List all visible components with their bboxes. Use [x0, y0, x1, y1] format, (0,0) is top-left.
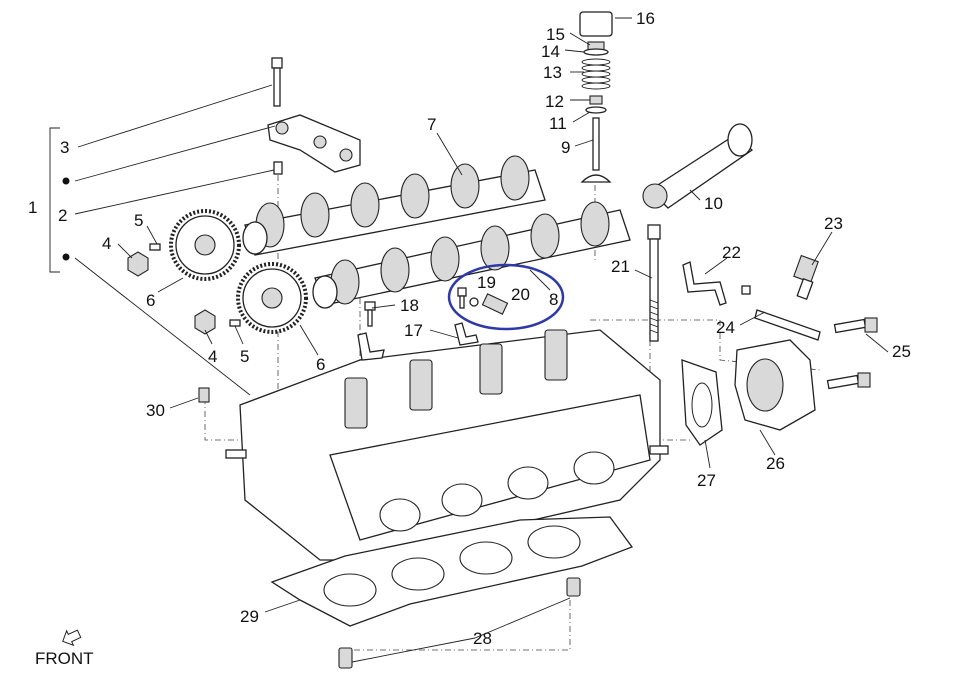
label-12: 12	[545, 92, 564, 111]
highlight-circle	[447, 263, 565, 331]
label-14: 14	[541, 42, 560, 61]
bullet-dot	[62, 177, 70, 185]
label-3: 3	[60, 138, 69, 157]
label-4-lower: 4	[208, 347, 217, 366]
camshaft-bearing-cap	[267, 114, 361, 173]
label-28: 28	[473, 629, 492, 648]
label-27: 27	[697, 471, 716, 490]
label-20: 20	[511, 285, 530, 304]
sensor-bracket	[682, 261, 751, 306]
label-21: 21	[611, 257, 630, 276]
harness-clips	[357, 301, 479, 361]
label-29: 29	[240, 607, 259, 626]
label-30: 30	[146, 401, 165, 420]
label-6-lower: 6	[316, 355, 325, 374]
label-23: 23	[824, 214, 843, 233]
label-16: 16	[636, 9, 655, 28]
dowel-pin	[273, 161, 283, 175]
part-labels: 1 2 3 4 4 5 5 6 6 7 8 9 10 11 12 13 14 1…	[28, 9, 911, 648]
exhaust-camshaft	[312, 201, 631, 309]
label-1: 1	[28, 198, 37, 217]
label-17: 17	[404, 321, 423, 340]
label-11: 11	[549, 114, 567, 133]
bullet-dot	[62, 253, 70, 261]
leader-lines	[74, 17, 889, 663]
label-13: 13	[543, 63, 562, 82]
dowel-sleeves	[198, 387, 581, 669]
label-4-upper: 4	[102, 234, 111, 253]
label-9: 9	[561, 138, 570, 157]
label-25: 25	[892, 342, 911, 361]
label-8: 8	[549, 290, 558, 309]
label-10: 10	[704, 194, 723, 213]
label-19: 19	[477, 273, 496, 292]
head-gasket	[270, 516, 634, 627]
front-arrow-icon	[62, 629, 82, 647]
group-bracket	[49, 127, 70, 273]
long-head-bolt	[647, 224, 661, 342]
temperature-sensor	[793, 254, 819, 301]
label-24: 24	[716, 318, 735, 337]
label-5-lower: 5	[240, 347, 249, 366]
label-26: 26	[766, 454, 785, 473]
cylinder-head	[225, 329, 669, 561]
valve-lifter-assembly	[642, 123, 754, 209]
label-7: 7	[427, 115, 436, 134]
intake-camshaft	[242, 155, 546, 256]
housing-gasket	[681, 359, 723, 446]
label-2: 2	[58, 206, 67, 225]
cam-cap-bolt	[271, 57, 283, 107]
front-label: FRONT	[35, 649, 94, 668]
label-6-upper: 6	[146, 291, 155, 310]
valve-train-stack	[579, 11, 613, 183]
cam-gear-lower	[236, 262, 308, 334]
thermostat-housing	[734, 339, 816, 431]
front-indicator: FRONT	[35, 629, 94, 668]
label-15: 15	[546, 25, 565, 44]
housing-bolts	[826, 317, 878, 390]
cam-gear-upper	[169, 209, 241, 281]
label-18: 18	[400, 296, 419, 315]
label-22: 22	[722, 243, 741, 262]
strap-gasket	[754, 309, 821, 341]
label-5-upper: 5	[134, 211, 143, 230]
cam-position-sensor	[457, 287, 509, 315]
